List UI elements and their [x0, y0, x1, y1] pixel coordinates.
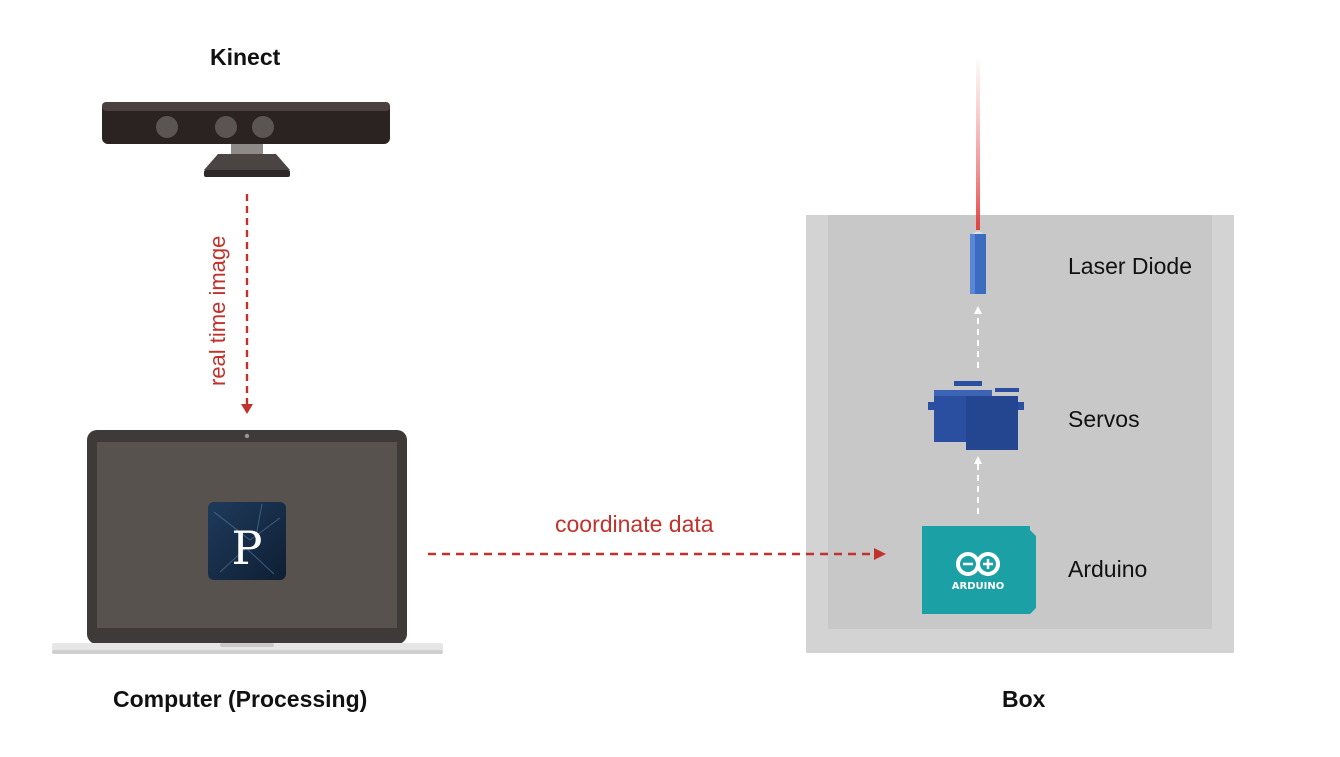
laser-diode-icon [970, 231, 986, 294]
box-title: Box [1002, 686, 1046, 712]
edge-label-coordinate-data: coordinate data [555, 511, 714, 537]
servo-motor-icon [928, 381, 1024, 450]
processing-logo-icon: P [208, 502, 286, 580]
arduino-board-icon: ARDUINO [922, 526, 1036, 614]
kinect-title: Kinect [210, 44, 281, 70]
arrow-kinect-to-computer [241, 194, 253, 414]
arrow-computer-to-arduino [428, 548, 886, 560]
servos-label: Servos [1068, 406, 1140, 432]
arrow-arduino-to-servos [974, 456, 982, 514]
kinect-sensor-icon [102, 102, 390, 177]
arrow-servos-to-laser [974, 306, 982, 368]
edge-label-real-time-image: real time image [205, 236, 230, 386]
processing-logo-letter: P [232, 521, 263, 575]
laser-diode-label: Laser Diode [1068, 253, 1193, 279]
arduino-board-text: ARDUINO [952, 581, 1004, 592]
laser-beam [976, 60, 980, 230]
computer-title: Computer (Processing) [113, 686, 368, 712]
arduino-label: Arduino [1068, 556, 1148, 582]
